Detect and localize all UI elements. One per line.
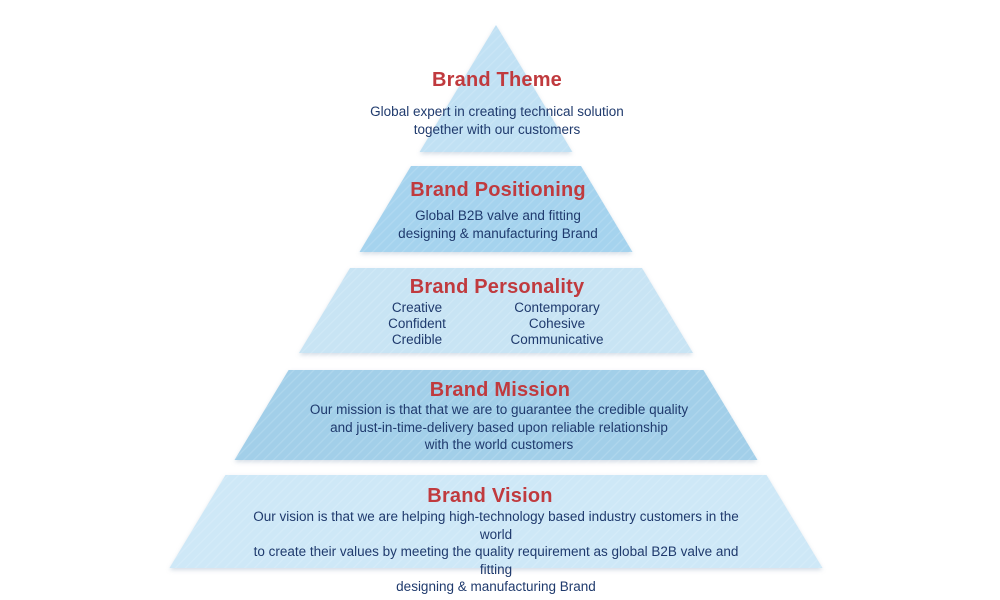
tier-brand-positioning-shape [359,166,633,252]
tier-brand-vision-shape [169,475,823,568]
tier-brand-personality-shape [299,268,693,353]
tier-brand-theme-shape [419,25,573,152]
tier-brand-mission-shape [234,370,758,460]
